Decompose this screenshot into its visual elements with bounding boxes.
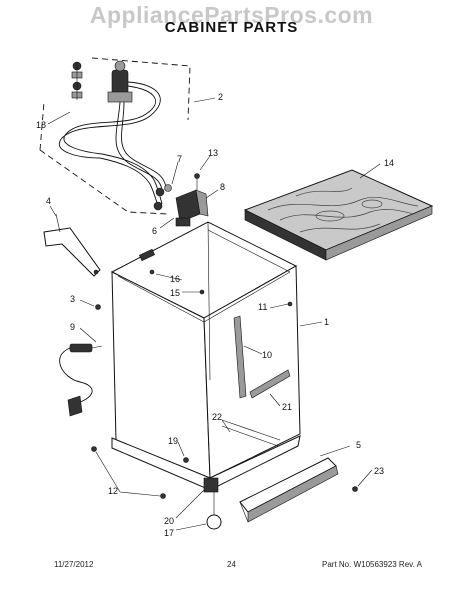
callout-10: 10 xyxy=(262,350,272,360)
callout-23: 23 xyxy=(374,466,384,476)
callout-14: 14 xyxy=(384,158,394,168)
dashed-outline-left xyxy=(39,101,45,151)
leg xyxy=(203,477,219,493)
toe-kick xyxy=(239,457,339,523)
electrical-box xyxy=(175,173,209,227)
callout-1: 1 xyxy=(324,317,329,327)
footer-date: 11/27/2012 xyxy=(54,560,94,569)
hose-1b xyxy=(63,85,157,155)
hose-assembly xyxy=(39,57,191,215)
callout-21: 21 xyxy=(282,402,292,412)
small-fittings xyxy=(71,61,83,100)
page-title: CABINET PARTS xyxy=(164,19,299,36)
footer-page-number: 24 xyxy=(227,560,236,569)
callout-8: 8 xyxy=(220,182,225,192)
leader-lines xyxy=(47,97,381,531)
callout-4: 4 xyxy=(46,196,51,206)
callout-6: 6 xyxy=(152,226,157,236)
callout-17: 17 xyxy=(164,528,174,538)
hose-1a xyxy=(59,81,161,159)
callout-16: 16 xyxy=(170,274,180,284)
valve-base xyxy=(107,91,133,103)
callout-7: 7 xyxy=(177,154,182,164)
callout-22: 22 xyxy=(212,412,222,422)
dashed-outline-top xyxy=(91,57,191,121)
callout-19: 19 xyxy=(168,436,178,446)
screw-23 xyxy=(352,486,358,492)
callout-13: 13 xyxy=(208,148,218,158)
corner-strip xyxy=(233,315,247,399)
hose-2b xyxy=(121,101,167,189)
callout-2: 2 xyxy=(218,92,223,102)
cabinet-frame xyxy=(91,221,358,530)
callouts: 2 18 7 13 8 6 14 4 3 9 16 15 11 1 10 21 … xyxy=(36,92,394,538)
footer-part-number: Part No. W10563923 Rev. A xyxy=(322,560,422,569)
watermark: AppliancePartsPros.com xyxy=(89,2,374,28)
screw-13 xyxy=(194,173,200,179)
callout-18: 18 xyxy=(36,120,46,130)
callout-20: 20 xyxy=(164,516,174,526)
hose-clamp-2 xyxy=(153,201,163,211)
countertop xyxy=(243,169,434,261)
callout-15: 15 xyxy=(170,288,180,298)
screw-19 xyxy=(183,457,189,463)
bracket xyxy=(43,213,101,277)
dashed-outline-bottom xyxy=(39,149,169,215)
hose-clamp-1 xyxy=(155,187,165,197)
callout-12: 12 xyxy=(108,486,118,496)
screw-11 xyxy=(287,301,293,307)
screw-12a xyxy=(91,446,97,452)
hose-fitting xyxy=(164,184,172,192)
screw-12b xyxy=(160,493,166,499)
power-cord xyxy=(59,343,103,417)
hose-3a xyxy=(99,157,159,207)
screw-15 xyxy=(199,289,205,295)
hose-3b xyxy=(101,153,163,205)
callout-9: 9 xyxy=(70,322,75,332)
brace xyxy=(249,369,291,399)
callout-5: 5 xyxy=(356,440,361,450)
hose-2a xyxy=(115,101,163,191)
screw-3 xyxy=(95,304,101,310)
caster-wheel xyxy=(206,514,222,530)
screw-16 xyxy=(149,269,155,275)
callout-3: 3 xyxy=(70,294,75,304)
valve-cap xyxy=(114,60,126,72)
callout-11: 11 xyxy=(258,302,267,312)
